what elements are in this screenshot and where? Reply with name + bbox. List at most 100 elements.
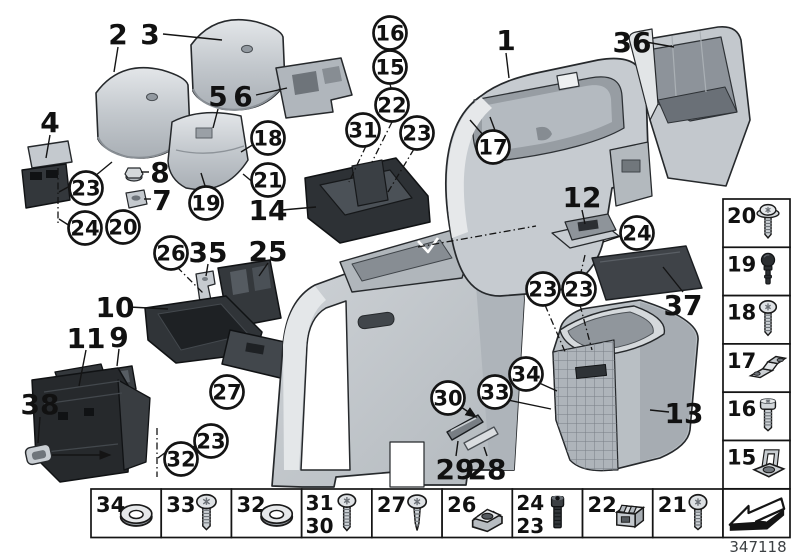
callout-label: 37 xyxy=(664,289,703,322)
legend-cell-label: 27 xyxy=(377,493,406,517)
callout-21[interactable]: 21 xyxy=(250,162,286,198)
legend-cell-33[interactable]: 33 xyxy=(160,488,233,539)
part-trim-strip-29 xyxy=(446,414,484,441)
callout-34[interactable]: 34 xyxy=(508,356,544,392)
callout-20[interactable]: 20 xyxy=(105,209,141,245)
callout-label: 8 xyxy=(150,156,169,189)
part-buckle-38 xyxy=(24,443,53,466)
callout-16[interactable]: 16 xyxy=(372,15,408,51)
callout-label: 5 xyxy=(208,80,227,113)
callout-5[interactable]: 5 xyxy=(208,80,227,113)
callout-35[interactable]: 35 xyxy=(189,236,228,269)
callout-24[interactable]: 24 xyxy=(619,215,655,251)
legend-cell-17[interactable]: 17 xyxy=(722,343,791,394)
callout-7[interactable]: 7 xyxy=(152,184,171,217)
callout-2[interactable]: 2 xyxy=(108,18,127,51)
callout-23[interactable]: 23 xyxy=(399,115,435,151)
callout-26[interactable]: 26 xyxy=(153,235,189,271)
callout-32[interactable]: 32 xyxy=(163,441,199,477)
legend-corner-arrow-cell xyxy=(722,488,791,539)
legend-cell-label: 30 xyxy=(306,514,334,538)
callout-label: 28 xyxy=(468,453,507,486)
callout-label: 23 xyxy=(528,278,557,302)
callout-label: 35 xyxy=(189,236,228,269)
callout-10[interactable]: 10 xyxy=(96,291,135,324)
legend-cell-label: 15 xyxy=(727,446,756,470)
callout-1[interactable]: 1 xyxy=(496,24,515,57)
legend-cell-19[interactable]: 19 xyxy=(722,246,791,297)
legend-cell-32[interactable]: 32 xyxy=(230,488,303,539)
callout-label: 36 xyxy=(613,26,652,59)
callout-label: 32 xyxy=(166,448,195,472)
callout-37[interactable]: 37 xyxy=(664,289,703,322)
callout-29[interactable]: 29 xyxy=(436,453,475,486)
callout-14[interactable]: 14 xyxy=(249,194,288,227)
legend-cell-34[interactable]: 34 xyxy=(90,488,163,539)
callout-28[interactable]: 28 xyxy=(468,453,507,486)
callout-label: 4 xyxy=(40,106,59,139)
callout-27[interactable]: 27 xyxy=(209,374,245,410)
legend-cell-27[interactable]: 27 xyxy=(371,488,443,539)
callout-label: 24 xyxy=(70,217,99,241)
callout-30[interactable]: 30 xyxy=(430,380,466,416)
callout-11[interactable]: 11 xyxy=(67,322,106,355)
legend-cell-16[interactable]: 16 xyxy=(722,391,791,442)
callout-label: 22 xyxy=(377,94,406,118)
callout-8[interactable]: 8 xyxy=(150,156,169,189)
legend-cell-26[interactable]: 26 xyxy=(441,488,514,539)
legend-cell-21[interactable]: 21 xyxy=(651,488,724,539)
callout-23[interactable]: 23 xyxy=(561,271,597,307)
callout-15[interactable]: 15 xyxy=(372,49,408,85)
washer-icon xyxy=(119,503,153,527)
callout-label: 38 xyxy=(21,388,60,421)
washer-icon xyxy=(260,503,294,527)
callout-label: 31 xyxy=(348,119,377,143)
callout-36[interactable]: 36 xyxy=(613,26,652,59)
legend-cell-18[interactable]: 18 xyxy=(722,294,791,345)
callout-label: 26 xyxy=(156,242,185,266)
callout-31[interactable]: 31 xyxy=(345,112,381,148)
legend-cell-22[interactable]: 22 xyxy=(581,488,654,539)
legend-cell-label: 24 xyxy=(516,491,544,515)
callout-25[interactable]: 25 xyxy=(249,235,288,268)
callout-19[interactable]: 19 xyxy=(188,185,224,221)
callout-label: 9 xyxy=(109,321,128,354)
callout-33[interactable]: 33 xyxy=(477,374,513,410)
callout-6[interactable]: 6 xyxy=(233,80,252,113)
callout-label: 7 xyxy=(152,184,171,217)
part-mechanism-14 xyxy=(304,157,431,244)
callout-18[interactable]: 18 xyxy=(250,120,286,156)
callout-3[interactable]: 3 xyxy=(140,18,159,51)
legend-cell-label: 18 xyxy=(727,301,756,325)
legend-cell-label: 31 xyxy=(306,491,334,515)
legend-cell-label: 23 xyxy=(516,514,544,538)
legend-cell-15[interactable]: 15 xyxy=(722,439,791,490)
callout-23[interactable]: 23 xyxy=(525,271,561,307)
part-clip-7 xyxy=(125,189,148,209)
callout-22[interactable]: 22 xyxy=(374,87,410,123)
callout-9[interactable]: 9 xyxy=(109,321,128,354)
callout-24[interactable]: 24 xyxy=(67,210,103,246)
callout-23[interactable]: 23 xyxy=(68,170,104,206)
callout-label: 11 xyxy=(67,322,106,355)
legend-cell-20[interactable]: 20 xyxy=(722,198,791,249)
legend-cell-label: 21 xyxy=(658,493,687,517)
part-nut-8 xyxy=(124,167,144,182)
callout-12[interactable]: 12 xyxy=(563,181,602,214)
callout-label: 23 xyxy=(196,430,225,454)
callout-4[interactable]: 4 xyxy=(40,106,59,139)
callout-label: 24 xyxy=(622,222,651,246)
callout-label: 15 xyxy=(375,56,404,80)
callout-label: 23 xyxy=(402,122,431,146)
callout-23[interactable]: 23 xyxy=(193,423,229,459)
callout-17[interactable]: 17 xyxy=(475,129,511,165)
callout-label: 18 xyxy=(253,127,282,151)
callout-13[interactable]: 13 xyxy=(665,397,704,430)
drawing-number: 347118 xyxy=(729,538,786,556)
callout-38[interactable]: 38 xyxy=(21,388,60,421)
